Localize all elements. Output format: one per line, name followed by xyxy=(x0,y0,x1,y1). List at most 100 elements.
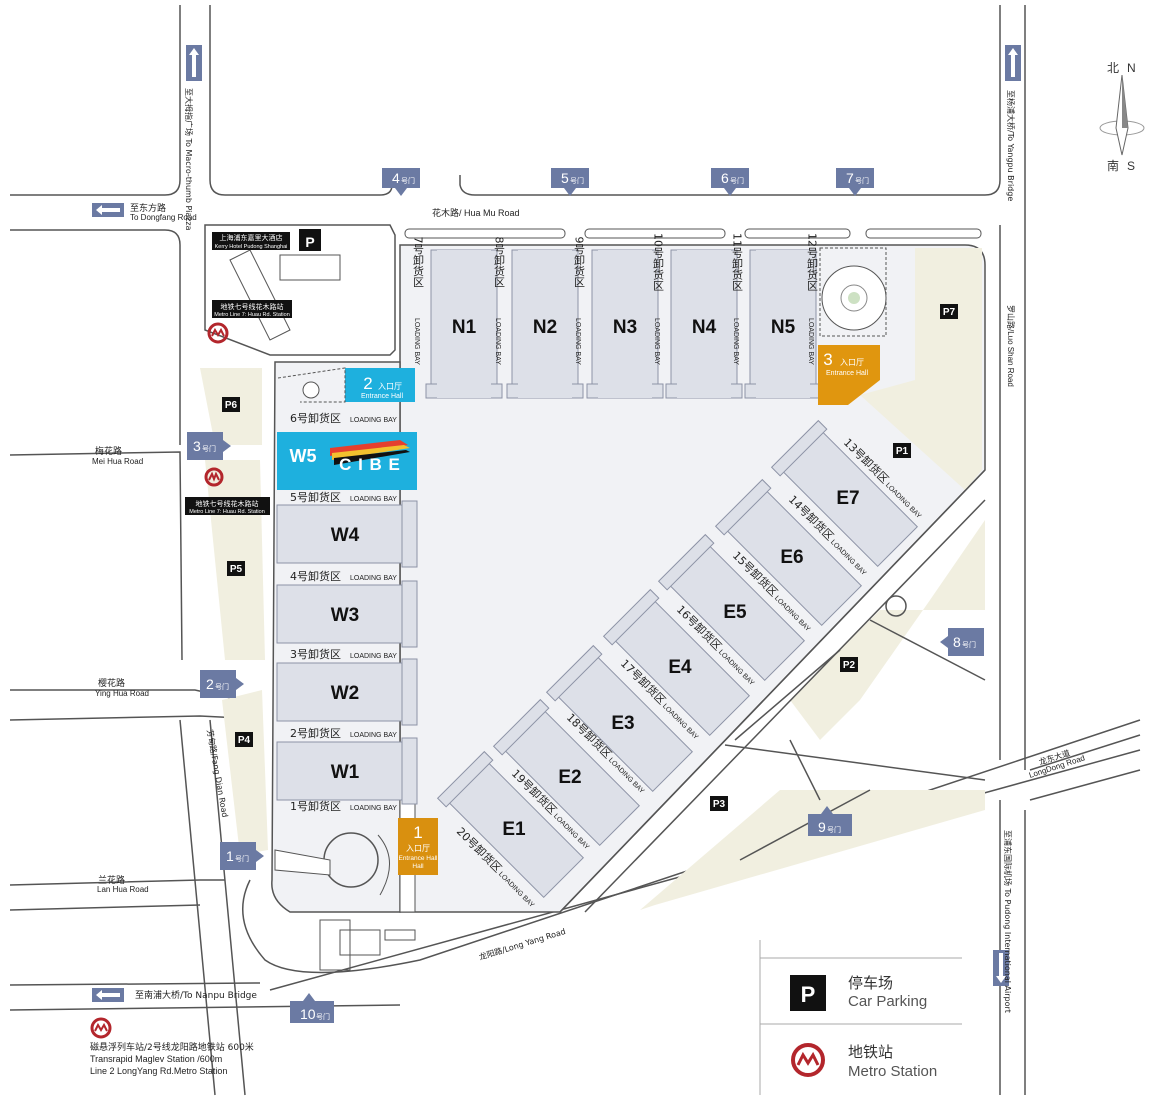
hall-w2[interactable]: W2 xyxy=(276,658,418,726)
svg-text:Entrance Hall: Entrance Hall xyxy=(361,393,403,400)
svg-text:3: 3 xyxy=(823,350,832,369)
parking-p6: P6 xyxy=(222,397,240,412)
hotel-name-en: Kerry Hotel Pudong Shanghai xyxy=(215,244,288,250)
hall-e4[interactable]: E4 xyxy=(602,588,753,739)
road-mei-hua-cn: 梅花路 xyxy=(95,445,122,457)
svg-text:LOADING BAY: LOADING BAY xyxy=(350,805,397,812)
svg-text:号门: 号门 xyxy=(401,176,415,185)
hall-e3[interactable]: E3 xyxy=(545,644,696,795)
entrance-hall-1[interactable]: 1 入口厅 Entrance Hall Hall xyxy=(398,818,438,875)
entrance-hall-2[interactable]: 2 入口厅 Entrance Hall xyxy=(277,367,415,403)
hall-e5-label: E5 xyxy=(723,602,747,623)
hall-w3[interactable]: W3 xyxy=(276,580,418,648)
gate-6-label: 6 xyxy=(721,170,729,186)
hall-e2[interactable]: E2 xyxy=(492,698,643,849)
hall-e1-label: E1 xyxy=(502,819,526,840)
svg-text:P2: P2 xyxy=(843,660,856,671)
hall-n3[interactable]: N3 xyxy=(586,249,664,399)
svg-text:P: P xyxy=(801,982,816,1007)
legend-metro-cn: 地铁站 xyxy=(848,1043,893,1061)
legend-parking-cn: 停车场 xyxy=(848,974,893,992)
gate-5-label: 5 xyxy=(561,170,569,186)
road-lan-hua-cn: 兰花路 xyxy=(98,874,125,886)
svg-text:P1: P1 xyxy=(896,446,909,457)
svg-text:LOADING BAY: LOADING BAY xyxy=(350,496,397,503)
svg-text:号门: 号门 xyxy=(235,854,249,863)
svg-text:Entrance Hall: Entrance Hall xyxy=(398,855,438,862)
hall-w1-label: W1 xyxy=(331,762,360,783)
hall-n5-label: N5 xyxy=(771,317,796,338)
arrow-pudong-airport: 至浦东国际机场 To Pudong International Airport xyxy=(993,830,1013,1013)
legend: P 停车场 Car Parking 地铁站 Metro Station xyxy=(759,940,962,1095)
road-mei-hua-en: Mei Hua Road xyxy=(92,457,143,466)
hall-n2[interactable]: N2 xyxy=(506,249,584,399)
svg-text:9号卸货区: 9号卸货区 xyxy=(573,237,586,288)
svg-text:LOADING BAY: LOADING BAY xyxy=(350,653,397,660)
compass-north-en: N xyxy=(1127,61,1136,75)
pudong-airport-text: 至浦东国际机场 To Pudong International Airport xyxy=(1003,830,1013,1013)
hall-e3-label: E3 xyxy=(611,713,634,734)
road-ying-hua-cn: 樱花路 xyxy=(98,677,125,689)
hall-w4[interactable]: W4 xyxy=(276,500,418,568)
hall-n4[interactable]: N4 xyxy=(665,249,743,399)
svg-text:10号卸货区: 10号卸货区 xyxy=(652,233,665,291)
hall-e6[interactable]: E6 xyxy=(714,478,865,629)
svg-text:入口厅: 入口厅 xyxy=(840,358,864,367)
hall-w1[interactable]: W1 xyxy=(276,737,418,805)
hall-n5[interactable]: N5 xyxy=(744,249,822,399)
svg-text:Hall: Hall xyxy=(412,863,424,870)
svg-text:1: 1 xyxy=(413,823,422,842)
hall-n1[interactable]: N1 xyxy=(425,249,503,399)
hall-e4-label: E4 xyxy=(668,657,692,678)
hotel-parking-icon xyxy=(299,229,321,251)
entrance-hall-3[interactable]: 3 入口厅 Entrance Hall xyxy=(818,345,880,405)
svg-text:LOADING BAY: LOADING BAY xyxy=(350,732,397,739)
compass-south-cn: 南 xyxy=(1107,158,1119,173)
parking-p1: P1 xyxy=(893,443,911,458)
road-hua-mu: 花木路/ Hua Mu Road xyxy=(432,207,520,218)
svg-text:号门: 号门 xyxy=(730,176,744,185)
svg-text:LOADING BAY: LOADING BAY xyxy=(574,318,581,365)
compass-north-cn: 北 xyxy=(1107,61,1119,75)
legend-parking-icon xyxy=(790,975,826,1011)
road-long-yang: 龙阳路/Long Yang Road xyxy=(478,926,567,962)
metro-huamu-cn: 地铁七号线花木路站 xyxy=(221,302,284,311)
svg-text:号门: 号门 xyxy=(215,682,229,691)
hall-n4-label: N4 xyxy=(692,317,717,338)
parking-p3: P3 xyxy=(710,796,728,811)
macro-text: 至大拇指广场 To Macro-thumb Piazza xyxy=(184,88,194,231)
south-west-buildings xyxy=(319,919,416,971)
svg-text:P: P xyxy=(305,234,314,250)
hua-mu-road-dividers xyxy=(404,228,982,239)
gate-4-label: 4 xyxy=(392,170,400,186)
svg-text:3号卸货区: 3号卸货区 xyxy=(290,647,341,661)
hall-e5[interactable]: E5 xyxy=(657,533,808,684)
arrow-yangpu: 至杨浦大桥/To Yangpu Bridge xyxy=(1005,45,1021,201)
svg-text:LOADING BAY: LOADING BAY xyxy=(350,417,397,424)
hall-e1[interactable]: E1 xyxy=(436,750,587,901)
svg-text:P3: P3 xyxy=(713,799,726,810)
gate-8-label: 8 xyxy=(953,634,961,650)
arrow-macro: 至大拇指广场 To Macro-thumb Piazza xyxy=(184,45,202,231)
hall-e7[interactable]: E7 xyxy=(770,419,921,570)
hall-e2-label: E2 xyxy=(558,767,581,788)
